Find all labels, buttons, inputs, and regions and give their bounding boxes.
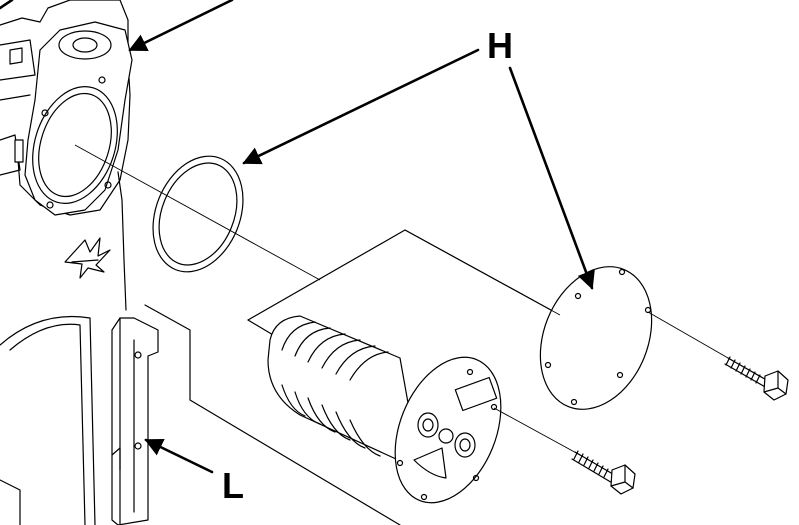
assembly-axis bbox=[74, 144, 321, 281]
housing-edge-line bbox=[117, 171, 127, 311]
cover-plate bbox=[539, 266, 653, 410]
heating-element-coil bbox=[267, 315, 421, 471]
gasket-ring bbox=[152, 155, 244, 273]
flange-bolt bbox=[571, 450, 636, 495]
arrow-to-housing bbox=[128, 0, 234, 52]
housing-body bbox=[0, 0, 133, 216]
arrow-h-to-cover bbox=[508, 66, 595, 290]
cover-bolt bbox=[724, 356, 789, 401]
mounting-plate bbox=[144, 304, 401, 525]
element-base-plane bbox=[247, 229, 561, 321]
fan-fitting bbox=[64, 237, 111, 279]
arrow-to-housing-left bbox=[0, 0, 14, 10]
bracket-l bbox=[111, 317, 159, 525]
tank-body bbox=[0, 315, 96, 525]
cover-bolt-axis bbox=[404, 229, 736, 363]
arrow-h-to-gasket bbox=[242, 48, 480, 165]
callout-label-l: L bbox=[222, 465, 244, 506]
callout-label-h: H bbox=[487, 25, 513, 66]
flange-bolt-axis bbox=[493, 407, 581, 456]
callout-arrows bbox=[0, 0, 595, 474]
arrow-l-to-bracket bbox=[144, 438, 214, 474]
element-flange bbox=[394, 356, 502, 504]
